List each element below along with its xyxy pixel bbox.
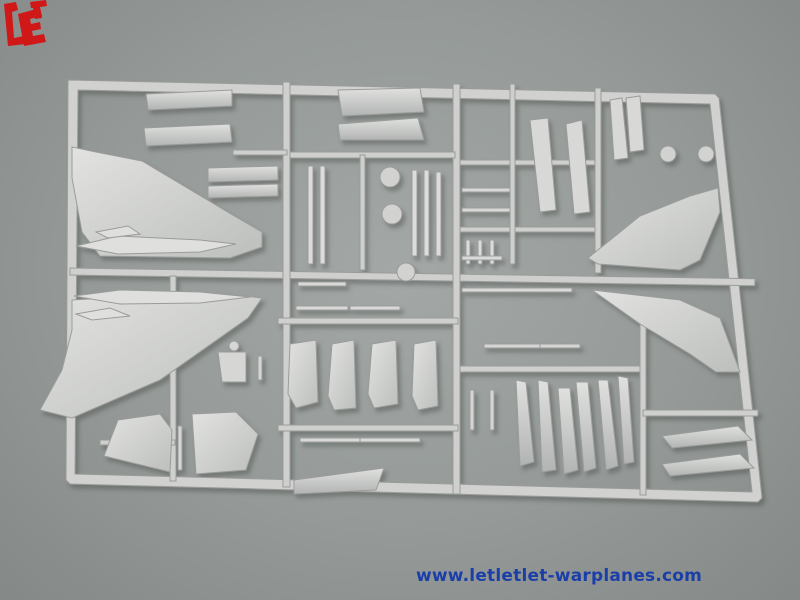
fuel-tanks <box>287 339 439 411</box>
letletlet-logo <box>4 0 47 46</box>
lower-left-missile <box>73 289 251 321</box>
mid-rails <box>177 343 581 471</box>
gear-legs <box>515 375 635 475</box>
pylon-rods <box>307 165 495 265</box>
lower-right-wing <box>591 289 741 373</box>
lower-left-wing <box>39 291 263 419</box>
intake-panels <box>143 89 279 199</box>
upper-right-parts <box>461 95 645 215</box>
drop-tanks <box>661 425 756 477</box>
bottom-strip <box>293 467 385 495</box>
watermark-url: www.letletlet-warplanes.com <box>416 566 703 586</box>
small-struts <box>295 255 573 443</box>
upper-right-wing <box>587 187 721 271</box>
wheels <box>379 145 715 282</box>
ejection-seat <box>217 340 247 383</box>
upper-left-missile <box>75 225 237 255</box>
canopy-panels <box>337 87 425 141</box>
gear-doors <box>103 411 259 475</box>
